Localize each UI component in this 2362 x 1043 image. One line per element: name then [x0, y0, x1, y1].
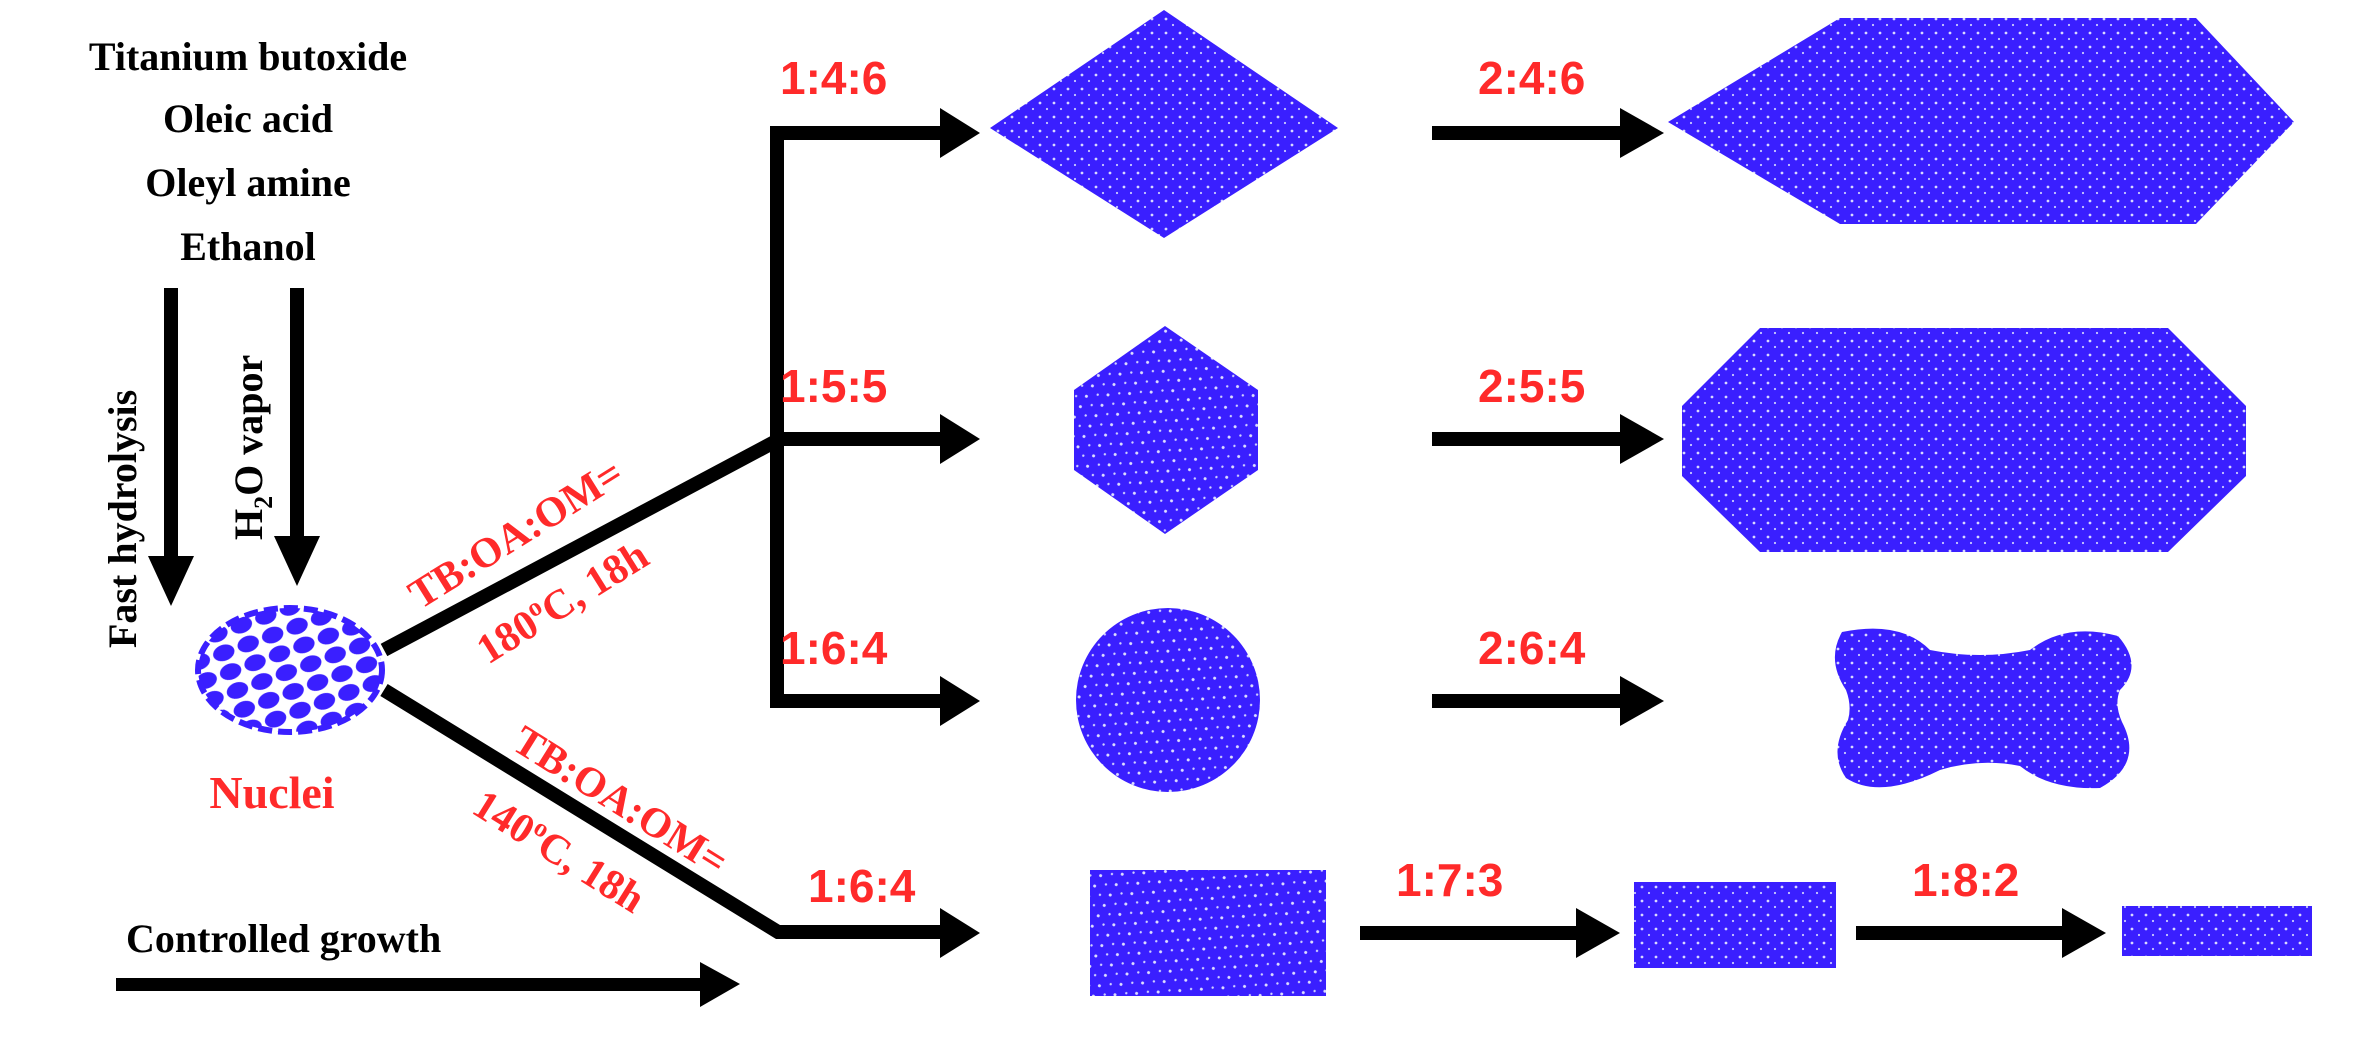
- nuclei-label: Nuclei: [209, 767, 334, 818]
- down-arrow-left: [148, 288, 194, 606]
- dog-bone-crystal: [1834, 628, 2132, 789]
- h2o-vapor-label: H2O vapor: [226, 355, 278, 540]
- fast-hydrolysis-label: Fast hydrolysis: [100, 390, 145, 648]
- ratio-r4-first: 1:6:4: [808, 860, 916, 912]
- rectangle-crystal: [1090, 870, 1326, 996]
- controlled-growth-arrow: [116, 962, 740, 1007]
- ratio-r4-third: 1:8:2: [1912, 854, 2019, 906]
- ratio-r1-second: 2:4:6: [1478, 52, 1585, 104]
- upper-temp-b: C, 18h: [533, 532, 656, 633]
- arrow-r1-second: [1432, 108, 1664, 158]
- arrow-r2-second: [1432, 414, 1664, 464]
- arrow-r4-third: [1856, 908, 2106, 958]
- ratio-r1-first: 1:4:6: [780, 52, 887, 104]
- h2o-rest: O vapor: [226, 355, 271, 496]
- thin-rod-crystal: [2122, 906, 2312, 956]
- arrow-row1: [770, 108, 980, 158]
- controlled-growth-label: Controlled growth: [126, 916, 441, 961]
- rhombus-crystal: [990, 10, 1338, 238]
- ratio-r4-second: 1:7:3: [1396, 854, 1503, 906]
- elongated-hexagon-crystal: [1668, 18, 2294, 224]
- sphere-crystal: [1076, 608, 1260, 792]
- octagon-crystal: [1682, 328, 2246, 552]
- short-rod-crystal: [1634, 882, 1836, 968]
- arrow-row3: [770, 676, 980, 726]
- arrow-row2: [770, 414, 980, 464]
- arrow-r3-second: [1432, 676, 1664, 726]
- nuclei-cluster: [195, 605, 385, 735]
- reagent-list: Titanium butoxide Oleic acid Oleyl amine…: [89, 34, 407, 269]
- down-arrow-right: [274, 288, 320, 586]
- arrow-r4-second: [1360, 908, 1620, 958]
- upper-branch-line: [380, 433, 782, 657]
- reagent-oleyl-amine: Oleyl amine: [145, 160, 351, 205]
- ratio-r2-first: 1:5:5: [780, 360, 887, 412]
- lower-branch-line: [380, 684, 980, 958]
- h2o-h: H: [226, 509, 271, 540]
- ratio-r2-second: 2:5:5: [1478, 360, 1585, 412]
- ratio-r3-second: 2:6:4: [1478, 622, 1586, 674]
- h2o-sub: 2: [249, 496, 278, 509]
- lower-temp-a: 140: [465, 781, 543, 853]
- hexagon-crystal: [1074, 326, 1258, 534]
- reagent-ethanol: Ethanol: [180, 224, 316, 269]
- branch-trunk: [770, 126, 784, 708]
- reagent-oleic-acid: Oleic acid: [163, 96, 333, 141]
- ratio-r3-first: 1:6:4: [780, 622, 888, 674]
- reagent-titanium-butoxide: Titanium butoxide: [89, 34, 407, 79]
